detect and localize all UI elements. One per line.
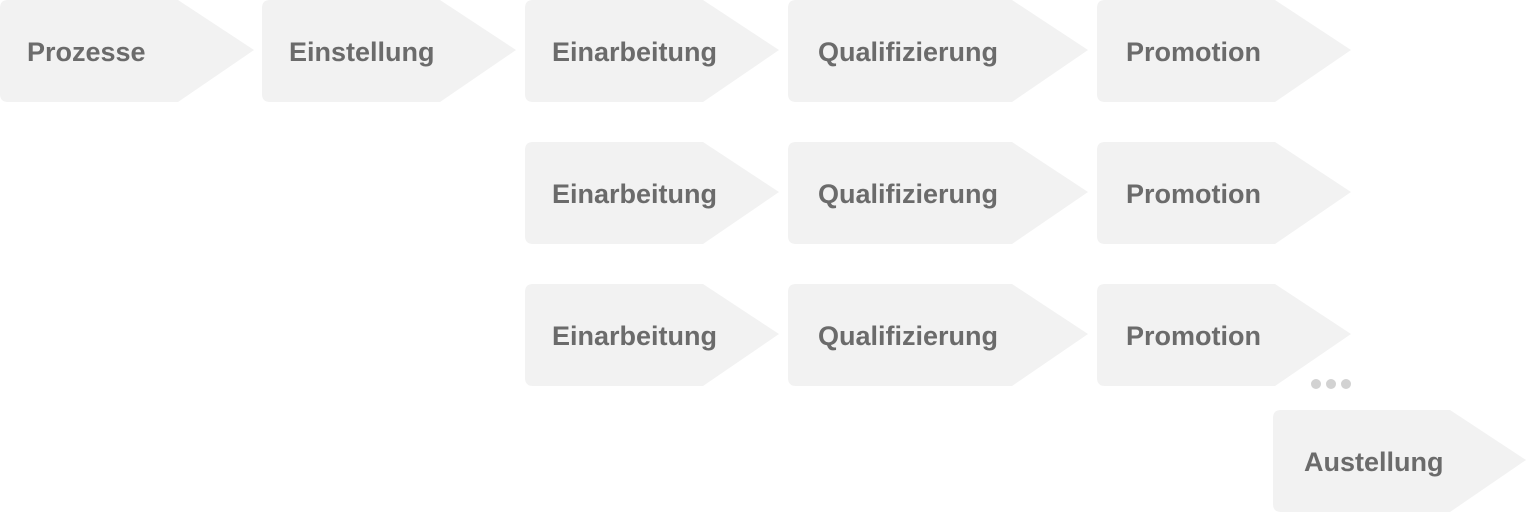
chevron-shape [525,284,779,386]
step-einarbeitung-3: Einarbeitung [525,284,779,386]
step-einarbeitung-2: Einarbeitung [525,142,779,244]
dot [1326,379,1336,389]
step-label: Prozesse [27,37,146,67]
step-label: Einarbeitung [552,179,718,209]
step-qualifizierung-3: Qualifizierung [788,284,1088,386]
step-label: Promotion [1126,321,1261,351]
step-austellung: Austellung [1273,410,1526,512]
ellipsis-icon [1311,379,1351,391]
step-qualifizierung-2: Qualifizierung [788,142,1088,244]
chevron-shape [525,0,779,102]
step-label: Einarbeitung [552,321,718,351]
step-label: Einarbeitung [552,37,718,67]
step-qualifizierung-1: Qualifizierung [788,0,1088,102]
step-promotion-2: Promotion [1097,142,1351,244]
step-label: Qualifizierung [818,37,999,67]
chevron-shape [788,142,1088,244]
step-label: Promotion [1126,179,1261,209]
chevron-shape [1273,410,1526,512]
chevron-shape [525,142,779,244]
step-label: Einstellung [289,37,435,67]
step-einstellung: Einstellung [262,0,516,102]
chevron-shape [788,0,1088,102]
chevron-shape [1097,0,1351,102]
chevron-shape [1097,142,1351,244]
step-einarbeitung-1: Einarbeitung [525,0,779,102]
chevron-shape [788,284,1088,386]
dot [1311,379,1321,389]
chevron-shape [0,0,254,102]
step-label: Qualifizierung [818,179,999,209]
step-promotion-1: Promotion [1097,0,1351,102]
dot [1341,379,1351,389]
chevron-shape [262,0,516,102]
step-label: Austellung [1304,447,1444,477]
step-label: Promotion [1126,37,1261,67]
step-label: Qualifizierung [818,321,999,351]
chevron-shape [1097,284,1351,386]
step-prozesse: Prozesse [0,0,254,102]
step-promotion-3: Promotion [1097,284,1351,386]
